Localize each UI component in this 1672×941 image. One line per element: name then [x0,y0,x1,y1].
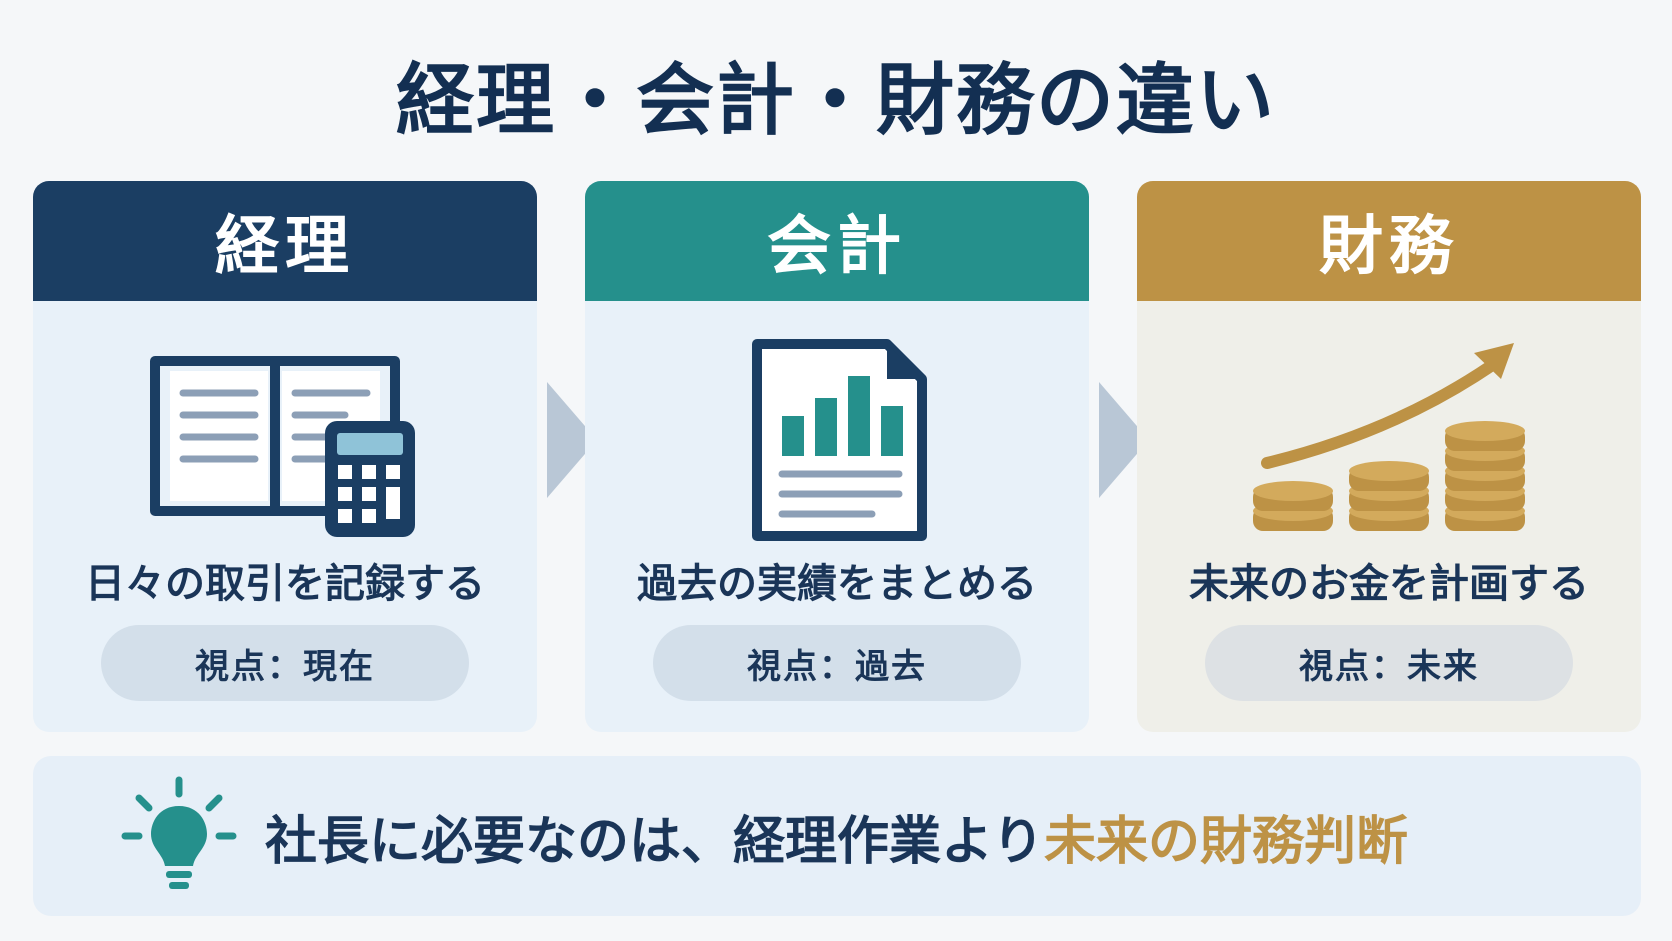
book-calculator-icon [33,321,537,561]
report-chart-icon [585,321,1089,561]
card-kaikei: 会計 過去の実績をまとめる 視点：過去 [585,181,1089,732]
card-description: 日々の取引を記録する [85,561,485,607]
card-description: 未来のお金を計画する [1189,561,1589,607]
viewpoint-badge: 視点：過去 [653,625,1021,701]
page-title: 経理・会計・財務の違い [395,56,1276,146]
card-heading: 経理 [33,181,537,301]
card-keiri: 経理 [33,181,537,732]
key-message: 社長に必要なのは、経理作業より未来の財務判断 [265,756,1408,916]
chevron-right-icon [547,382,597,498]
card-heading: 財務 [1137,181,1641,301]
key-message-banner: 社長に必要なのは、経理作業より未来の財務判断 [33,756,1641,916]
viewpoint-badge: 視点：未来 [1205,625,1573,701]
card-zaimu: 財務 未来のお金を計画する 視点：未来 [1137,181,1641,732]
card-description: 過去の実績をまとめる [637,561,1037,607]
card-heading: 会計 [585,181,1089,301]
key-message-main: 社長に必要なのは、経理作業より [265,811,1044,872]
coins-growth-icon [1137,321,1641,561]
viewpoint-badge: 視点：現在 [101,625,469,701]
lightbulb-icon [121,776,237,889]
chevron-right-icon [1099,382,1149,498]
key-message-highlight: 未来の財務判断 [1043,811,1408,872]
